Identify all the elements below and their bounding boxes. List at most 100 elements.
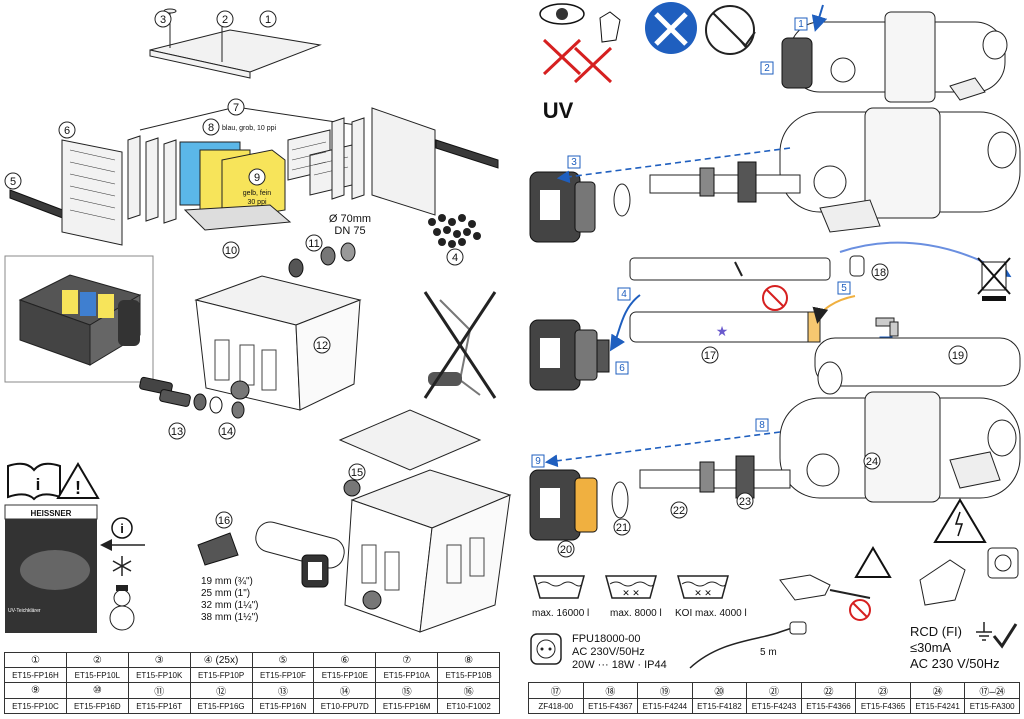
capacity-3: KOI max. 4000 l [675,608,747,619]
base-plate-10 [183,204,292,231]
callout-1: 1 [259,10,277,28]
callout-21: 21 [613,518,631,536]
svg-text:19: 19 [952,350,964,362]
callout-22: 22 [670,501,688,519]
grid-plates-right [287,107,499,216]
table-cell: ④ (25x) [189,652,253,668]
svg-text:★: ★ [716,323,729,339]
product-photo [4,255,154,383]
bowl-icon-1 [533,575,585,599]
faucet-icon [875,317,899,352]
filter-plate-6 [61,139,123,246]
callout-19: 19 [948,345,968,365]
tool-icon [645,2,697,54]
checkmark-icon [992,623,1018,649]
svg-text:9: 9 [535,456,541,467]
uv-end-cap [529,171,631,243]
quartz-tube-17: ★ [629,311,821,343]
table-cell: ① [4,652,67,668]
right-parts-table: ⑰ ⑱ ⑲ ⑳ ㉑ ㉒ ㉓ ㉔ ⑰–㉔ ZF418-00 ET15-F4367 … [528,682,1020,714]
callout-2: 2 [216,10,234,28]
hand-plug-icon [919,547,1019,606]
warning-triangle-icon: ! [56,462,100,499]
step-2: 2 [760,61,774,75]
hose-size-2: 25 mm (1") [201,588,250,599]
svg-text:23: 23 [739,496,751,508]
svg-text:8: 8 [208,122,214,134]
svg-text:2: 2 [764,63,770,74]
filter-yellow-note-1: gelb, fein [243,190,272,197]
svg-text:1: 1 [798,19,804,30]
table-cell: ET15-FP10L [65,667,129,683]
callout-10: 10 [222,241,240,259]
table-cell: ET15-FP16N [251,698,315,714]
socket-icon [530,633,562,665]
uv-lamp [629,257,831,281]
svg-text:✕ ✕: ✕ ✕ [622,588,640,598]
filter-blue-note: blau, grob, 10 ppi [222,125,277,132]
cable-icon [689,621,807,669]
table-cell: ㉑ [746,682,802,699]
cleaning-brush-icon [762,285,788,311]
table-cell: ⑧ [437,652,500,668]
step-3: 3 [567,155,581,169]
svg-text:5: 5 [10,176,16,188]
table-cell: ⑲ [637,682,693,699]
hose-size-4: 38 mm (1½") [201,612,258,623]
svg-text:UV-Teichklärer: UV-Teichklärer [8,608,41,614]
pipe-size-2: DN 75 [334,225,365,237]
device-rating: 20W ··· 18W · IP44 [572,659,667,671]
table-cell: ET15-F4366 [800,698,857,714]
cable-length: 5 m [760,647,777,658]
filter-balls [428,214,481,248]
bowl-icon-2: ✕ ✕ [605,575,657,599]
table-cell: ⑫ [189,682,253,699]
hose-adapter-16 [197,532,239,566]
table-cell: ⑮ [375,682,439,699]
table-cell: ET10-F1002 [437,698,500,714]
table-cell: ⑦ [375,652,439,668]
table-cell: ET15-FP16H [4,667,67,683]
svg-text:17: 17 [704,350,716,362]
table-cell: ET15-F4367 [582,698,639,714]
callout-20: 20 [557,540,575,558]
hose-size-3: 32 mm (1¼") [201,599,258,611]
table-row: ⑨ ⑩ ⑪ ⑫ ⑬ ⑭ ⑮ ⑯ [4,682,500,699]
table-cell: ⑪ [127,682,191,699]
callout-8: 8 [202,118,220,136]
step-6: 6 [615,361,629,375]
manual-cover: HEISSNER UV-Teichklärer [4,504,98,633]
info-book-icon: i [7,462,61,501]
svg-text:6: 6 [64,125,70,137]
table-cell: ⑰ [528,682,584,699]
callout-7: 7 [227,98,245,116]
table-cell: ET15-FP10B [437,667,500,683]
table-cell: ③ [127,652,191,668]
table-cell: ET15-FP16M [375,698,439,714]
table-cell: ET15-FP10K [127,667,191,683]
table-cell: ⑥ [313,652,377,668]
svg-text:7: 7 [233,102,239,114]
svg-text:4: 4 [621,289,627,300]
ground-symbol-icon [976,622,992,641]
table-cell: ET15-F4365 [855,698,911,714]
svg-text:3: 3 [571,157,577,168]
electric-hazard-icon [854,498,987,578]
svg-text:6: 6 [619,363,625,374]
step-8: 8 [755,418,769,432]
table-cell: ET15-FP10P [189,667,253,683]
filter-holders [127,135,177,224]
seal-14 [209,396,245,419]
snowflake-icon [112,556,132,576]
rcd-line-3: AC 230 V/50Hz [910,656,1000,671]
capacity-2: max. 8000 l [610,608,662,619]
plug-icon [779,574,871,621]
table-cell: ET15-FP16G [189,698,253,714]
svg-text:✕ ✕: ✕ ✕ [694,588,712,598]
callout-11: 11 [305,234,323,252]
callout-17: 17 [701,346,719,364]
table-cell: ET15-FP10C [4,698,67,714]
uv-unit-top [781,11,1008,103]
callout-6: 6 [58,121,76,139]
callout-13: 13 [168,422,186,440]
